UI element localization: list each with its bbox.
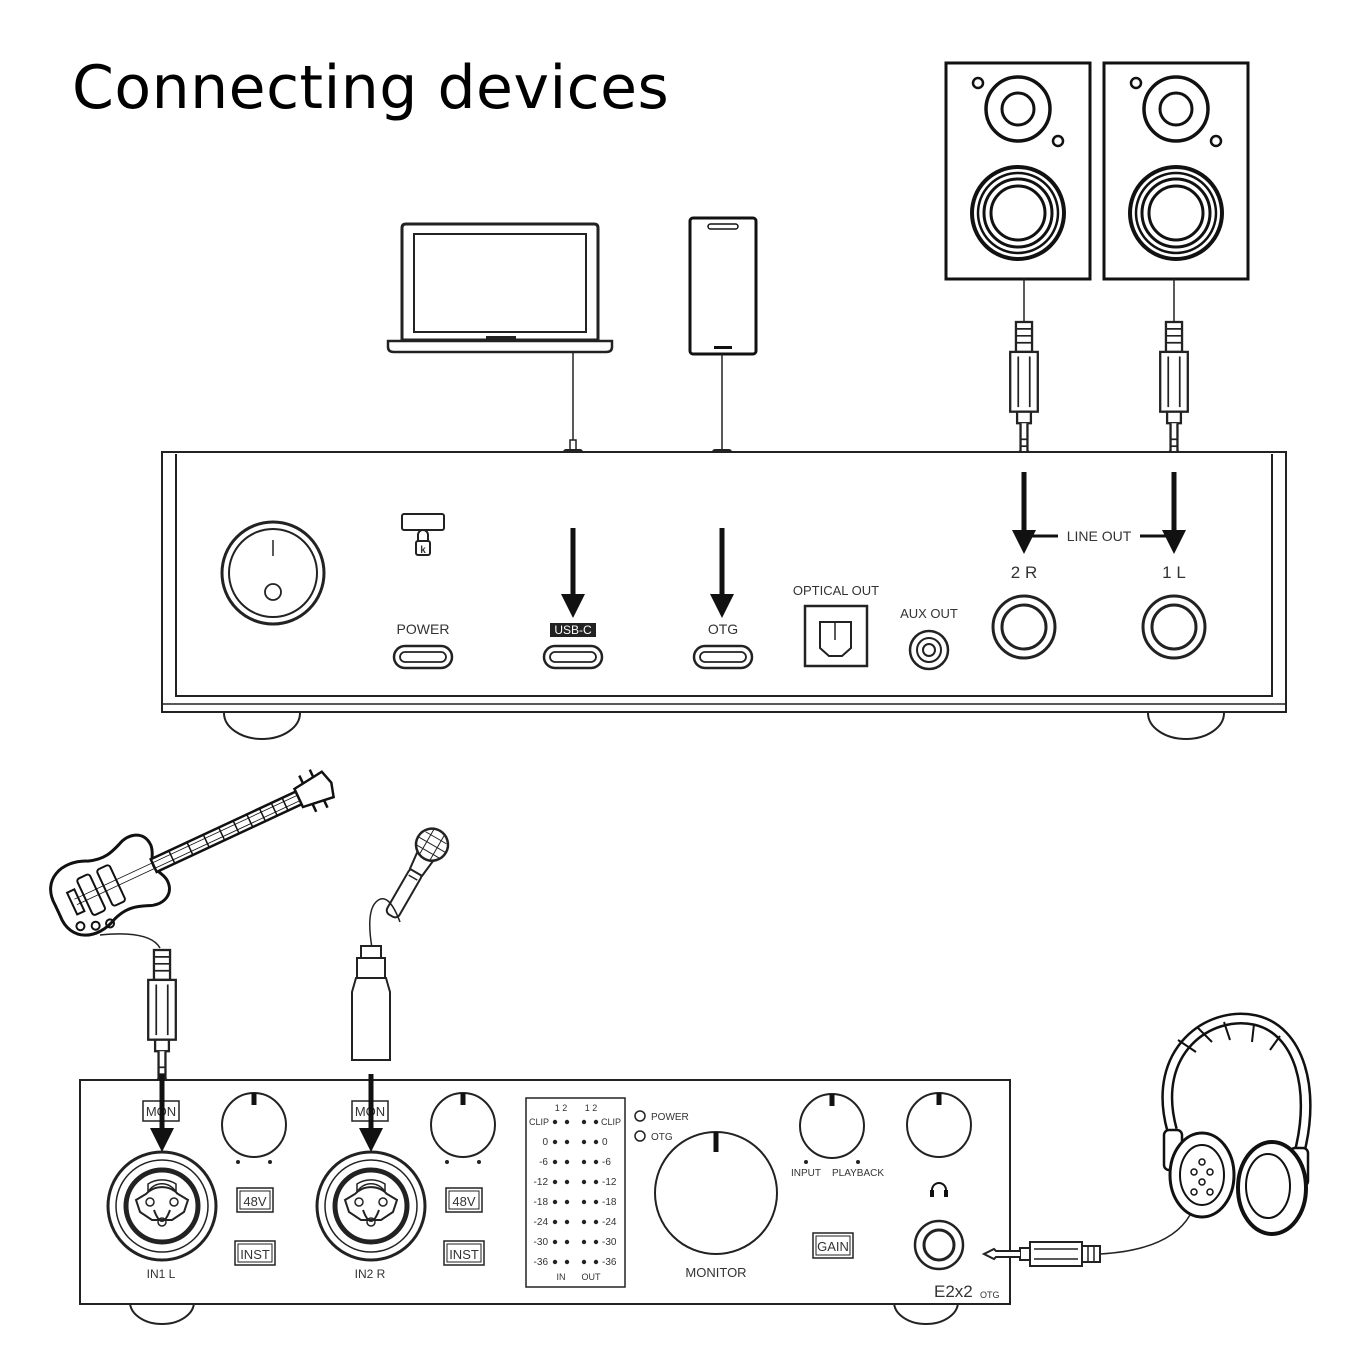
arrow-down-icon bbox=[150, 1074, 174, 1152]
aux-out-port[interactable] bbox=[908, 629, 950, 671]
gain-knob-2[interactable] bbox=[431, 1093, 495, 1157]
headphones-icon bbox=[930, 1182, 948, 1197]
smartphone-icon bbox=[688, 216, 758, 356]
out-2r-label: 2 R bbox=[1011, 563, 1037, 582]
line-out-label: LINE OUT bbox=[1067, 528, 1132, 544]
phantom-48v-label-1: 48V bbox=[243, 1194, 266, 1209]
meter-level-in: -36 bbox=[534, 1257, 549, 1268]
phantom-48v-button-1[interactable]: 48V bbox=[236, 1187, 274, 1213]
power-led: POWER bbox=[634, 1110, 689, 1123]
in2-label: IN2 R bbox=[355, 1267, 386, 1281]
arrow-down-icon bbox=[1162, 472, 1186, 554]
input-label: INPUT bbox=[791, 1168, 821, 1179]
level-meter: 1 2 1 2 CLIP CLIP 0 -6 -12 -18 -24 -30 -… bbox=[525, 1097, 626, 1288]
model-suffix: OTG bbox=[980, 1290, 1000, 1300]
in1-combo-jack[interactable] bbox=[108, 1152, 216, 1260]
svg-text:k: k bbox=[420, 545, 426, 556]
line-out-1l-jack[interactable] bbox=[1141, 594, 1207, 660]
meter-level-out: -6 bbox=[602, 1157, 611, 1168]
meter-level-out: -36 bbox=[602, 1257, 617, 1268]
meter-level-in: -12 bbox=[534, 1177, 549, 1188]
meter-level-in: -24 bbox=[534, 1217, 549, 1228]
phantom-48v-label-2: 48V bbox=[452, 1194, 475, 1209]
meter-level-in: -30 bbox=[534, 1237, 549, 1248]
in2-combo-jack[interactable] bbox=[317, 1152, 425, 1260]
gain-knob-1[interactable] bbox=[222, 1093, 286, 1157]
speaker-icon bbox=[1102, 61, 1250, 281]
otg-led: OTG bbox=[634, 1130, 673, 1143]
line-out-cable-right bbox=[1009, 279, 1039, 464]
guitar-cable-plug bbox=[147, 948, 177, 1092]
power-port[interactable] bbox=[392, 644, 454, 670]
kensington-lock-icon: k bbox=[401, 513, 445, 556]
headphone-jack[interactable] bbox=[913, 1219, 965, 1271]
headphones-icon bbox=[1161, 1012, 1312, 1236]
aux-out-label: AUX OUT bbox=[900, 606, 958, 621]
meter-clip-in: CLIP bbox=[529, 1117, 549, 1127]
model-name: E2x2 bbox=[934, 1282, 973, 1301]
inst-button-1[interactable]: INST bbox=[234, 1240, 276, 1266]
inst-label-1: INST bbox=[240, 1247, 270, 1262]
meter-out-label: OUT bbox=[582, 1272, 602, 1282]
in1-label: IN1 L bbox=[147, 1267, 176, 1281]
headphone-level-knob[interactable] bbox=[907, 1093, 971, 1157]
usb-c-label-bg bbox=[550, 623, 596, 637]
meter-level-out: -18 bbox=[602, 1197, 617, 1208]
front-panel: MON 48V INST IN1 L MON 48V bbox=[79, 1079, 1011, 1325]
arrow-down-icon bbox=[710, 528, 734, 618]
gain-label: GAIN bbox=[817, 1239, 849, 1254]
out-1l-label: 1 L bbox=[1162, 563, 1186, 582]
line-out-bracket: LINE OUT bbox=[1024, 528, 1174, 544]
meter-level-in: -18 bbox=[534, 1197, 549, 1208]
optical-out-label: OPTICAL OUT bbox=[793, 583, 879, 598]
optical-out-port[interactable] bbox=[803, 604, 869, 668]
gain-button[interactable]: GAIN bbox=[812, 1232, 854, 1259]
meter-level-out: -24 bbox=[602, 1217, 617, 1228]
laptop-icon bbox=[386, 222, 614, 354]
meter-level-in: 0 bbox=[542, 1137, 548, 1148]
line-out-2r-jack[interactable] bbox=[991, 594, 1057, 660]
guitar-icon bbox=[49, 769, 336, 949]
meter-level-out: -12 bbox=[602, 1177, 617, 1188]
arrow-down-icon bbox=[1012, 472, 1036, 554]
power-switch[interactable] bbox=[220, 520, 326, 626]
usb-c-port[interactable] bbox=[542, 644, 604, 670]
line-out-cable-left bbox=[1159, 279, 1189, 464]
playback-label: PLAYBACK bbox=[832, 1168, 884, 1179]
speaker-icon bbox=[944, 61, 1092, 281]
meter-in-label: IN bbox=[557, 1272, 566, 1282]
xlr-plug bbox=[351, 945, 391, 1061]
meter-clip-out: CLIP bbox=[601, 1117, 621, 1127]
phantom-48v-button-2[interactable]: 48V bbox=[445, 1187, 483, 1213]
input-playback-knob[interactable] bbox=[800, 1094, 864, 1158]
meter-level-out: -30 bbox=[602, 1237, 617, 1248]
otg-port[interactable] bbox=[692, 644, 754, 670]
meter-level-out: 0 bbox=[602, 1137, 608, 1148]
headphone-cable bbox=[981, 1214, 1191, 1267]
power-led-label: POWER bbox=[651, 1112, 689, 1123]
otg-port-label: OTG bbox=[708, 621, 738, 637]
monitor-knob[interactable] bbox=[654, 1131, 778, 1255]
inst-label-2: INST bbox=[449, 1247, 479, 1262]
usb-c-port-label: USB-C bbox=[554, 623, 592, 637]
meter-level-in: -6 bbox=[539, 1157, 548, 1168]
meter-out-channels: 1 2 bbox=[585, 1103, 598, 1113]
power-port-label: POWER bbox=[397, 621, 450, 637]
microphone-icon bbox=[369, 827, 450, 949]
otg-led-label: OTG bbox=[651, 1132, 673, 1143]
meter-in-channels: 1 2 bbox=[555, 1103, 568, 1113]
arrow-down-icon bbox=[561, 528, 585, 618]
monitor-label: MONITOR bbox=[685, 1265, 746, 1280]
page-title: Connecting devices bbox=[72, 53, 670, 123]
arrow-down-icon bbox=[359, 1074, 383, 1152]
inst-button-2[interactable]: INST bbox=[443, 1240, 485, 1266]
